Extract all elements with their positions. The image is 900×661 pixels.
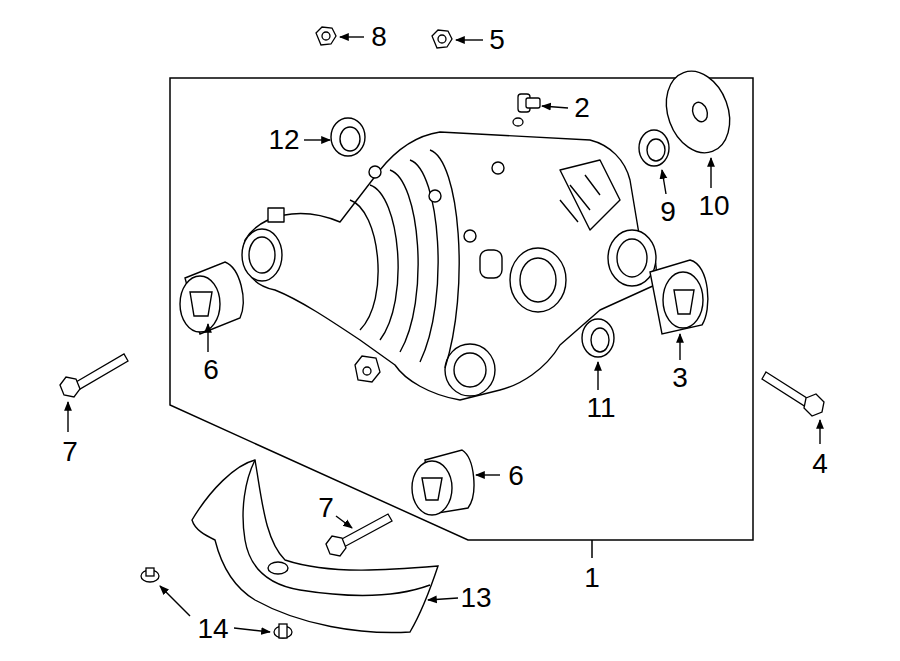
callout-number: 5 [489, 26, 505, 54]
shield [192, 460, 438, 633]
leader-arrow [679, 334, 680, 360]
callout-number: 14 [197, 615, 228, 643]
leader-arrow [710, 158, 711, 188]
nut [432, 30, 452, 48]
drain-plug [355, 356, 380, 382]
leader-arrow [476, 474, 500, 475]
seal [639, 130, 669, 166]
leader-arrow [819, 420, 820, 444]
washer [655, 62, 740, 161]
bushing [412, 450, 474, 515]
leader-arrow [336, 516, 352, 528]
bushing [650, 260, 708, 334]
speed-sensor [513, 94, 540, 126]
callout-number: 9 [660, 198, 676, 226]
bolt [326, 514, 392, 556]
callout-number: 1 [584, 564, 600, 592]
callout-number: 6 [508, 462, 524, 490]
differential-housing [242, 132, 656, 400]
leader-arrow [234, 628, 270, 632]
callout-number: 7 [318, 494, 334, 522]
leader-arrow [597, 362, 598, 390]
leader-arrow [456, 39, 483, 40]
leader-arrow [207, 324, 208, 352]
callout-number: 2 [574, 94, 590, 122]
seal [331, 118, 365, 156]
leader-arrow [340, 36, 364, 37]
bolt [762, 372, 824, 416]
callout-number: 10 [698, 192, 729, 220]
callout-number: 13 [460, 584, 491, 612]
leader-arrow [304, 139, 330, 140]
leader-arrow [67, 402, 68, 432]
leader-arrow [428, 598, 458, 600]
screw [141, 568, 159, 582]
callout-number: 11 [586, 394, 615, 422]
bushing [180, 262, 243, 334]
callout-number: 4 [812, 450, 828, 478]
callout-number: 6 [203, 356, 219, 384]
callout-number: 12 [268, 126, 299, 154]
leader-line [591, 540, 593, 558]
screw [274, 624, 292, 638]
callout-number: 7 [62, 438, 78, 466]
seal [582, 319, 614, 357]
callout-number: 8 [371, 23, 387, 51]
leader-arrow [160, 586, 190, 616]
leader-arrow [542, 106, 568, 108]
bolt [60, 354, 128, 397]
callout-number: 3 [672, 364, 688, 392]
leader-arrow [662, 170, 666, 194]
nut [316, 27, 336, 45]
